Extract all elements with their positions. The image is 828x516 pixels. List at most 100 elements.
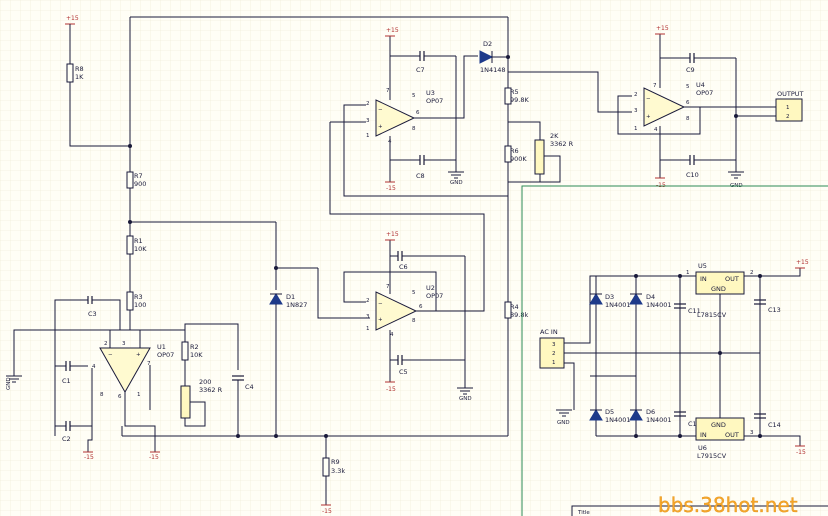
- svg-text:2: 2: [786, 114, 790, 120]
- svg-text:U1: U1: [157, 343, 166, 351]
- svg-text:+: +: [136, 352, 141, 358]
- svg-text:2: 2: [634, 92, 638, 98]
- svg-text:U4: U4: [696, 81, 705, 89]
- svg-text:4: 4: [654, 127, 658, 133]
- svg-text:C11: C11: [688, 307, 701, 315]
- svg-text:-15: -15: [796, 449, 806, 456]
- capacitor-c9[interactable]: C9: [660, 53, 736, 74]
- svg-text:R4: R4: [510, 303, 519, 311]
- svg-text:2: 2: [552, 351, 556, 357]
- regulator-u5[interactable]: U5 IN OUT GND L7815CV 1 2: [686, 262, 754, 319]
- capacitor-c14[interactable]: C14: [754, 413, 781, 429]
- svg-text:C1: C1: [62, 377, 71, 385]
- svg-text:-15: -15: [386, 185, 396, 192]
- svg-text:1: 1: [366, 326, 370, 332]
- svg-text:U3: U3: [426, 89, 435, 97]
- svg-text:2: 2: [366, 298, 370, 304]
- svg-text:900K: 900K: [510, 155, 527, 163]
- svg-text:8: 8: [100, 392, 104, 398]
- svg-text:+15: +15: [66, 15, 79, 22]
- output-connector[interactable]: OUTPUT 1 2: [775, 90, 804, 122]
- ac-in-connector[interactable]: AC IN 3 2 1: [539, 328, 565, 369]
- svg-text:2: 2: [104, 341, 108, 347]
- svg-text:+: +: [378, 317, 383, 323]
- ground-u2: GND: [457, 387, 473, 402]
- svg-text:C8: C8: [416, 172, 425, 180]
- svg-text:−: −: [378, 301, 383, 307]
- svg-text:GND: GND: [450, 180, 463, 186]
- svg-text:2: 2: [750, 270, 754, 276]
- capacitor-c2[interactable]: C2: [55, 421, 92, 443]
- svg-text:C13: C13: [768, 306, 781, 314]
- svg-text:D4: D4: [646, 293, 655, 301]
- capacitor-c13[interactable]: C13: [754, 299, 781, 314]
- capacitor-c12[interactable]: C12: [674, 411, 701, 428]
- svg-text:GND: GND: [459, 396, 472, 402]
- ground-u3: GND: [448, 171, 464, 186]
- svg-text:1N827: 1N827: [286, 301, 307, 309]
- svg-text:D2: D2: [483, 40, 492, 48]
- svg-text:L7815CV: L7815CV: [697, 311, 727, 319]
- svg-text:R3: R3: [134, 293, 143, 301]
- svg-text:3: 3: [552, 342, 556, 348]
- op-amp-u2[interactable]: − + U2 OP07 2 3 7 4 6 5 8 1: [366, 284, 443, 338]
- svg-text:1: 1: [634, 126, 638, 132]
- resistor-r8[interactable]: R8 1K: [66, 63, 84, 83]
- diode-d5[interactable]: D5 1N4001: [589, 408, 631, 424]
- op-amp-u4[interactable]: − + U4 OP07 2 3 7 4 6 5 8 1: [634, 81, 713, 133]
- svg-text:GND: GND: [711, 285, 726, 293]
- op-amp-u1[interactable]: − + U1 OP07 2 3 4 7 6 8 1: [92, 341, 174, 400]
- diode-d3[interactable]: D3 1N4001: [589, 293, 631, 309]
- diode-d2[interactable]: D2 1N4148: [479, 40, 506, 74]
- capacitor-c8[interactable]: C8: [390, 155, 456, 180]
- svg-text:−: −: [646, 96, 651, 102]
- svg-text:R6: R6: [510, 147, 519, 155]
- svg-text:U2: U2: [426, 284, 435, 292]
- svg-text:6: 6: [416, 110, 420, 116]
- svg-text:R2: R2: [190, 343, 199, 351]
- svg-text:2K: 2K: [550, 132, 559, 140]
- svg-text:3: 3: [366, 314, 370, 320]
- capacitor-c10[interactable]: C10: [660, 155, 736, 179]
- svg-text:-15: -15: [322, 508, 332, 515]
- svg-text:IN: IN: [700, 275, 707, 283]
- capacitor-c6[interactable]: C6: [390, 251, 465, 271]
- svg-text:200: 200: [199, 378, 211, 386]
- svg-text:OP07: OP07: [426, 97, 443, 105]
- capacitor-c11[interactable]: C11: [674, 303, 701, 315]
- svg-text:3: 3: [634, 108, 638, 114]
- svg-text:C10: C10: [686, 171, 699, 179]
- svg-text:D1: D1: [286, 293, 295, 301]
- svg-text:C4: C4: [245, 383, 254, 391]
- title-block: Title: [571, 505, 828, 516]
- svg-text:OP07: OP07: [426, 292, 443, 300]
- svg-text:GND: GND: [6, 377, 12, 390]
- svg-text:1N4001: 1N4001: [605, 301, 631, 309]
- svg-text:1N4148: 1N4148: [480, 66, 506, 74]
- svg-text:AC IN: AC IN: [540, 328, 558, 336]
- svg-text:R7: R7: [134, 172, 143, 180]
- diode-d6[interactable]: D6 1N4001: [629, 408, 672, 424]
- svg-text:3: 3: [122, 341, 126, 347]
- op-amp-u3[interactable]: − + U3 OP07 2 3 7 4 6 5 8 1: [366, 88, 443, 145]
- rail-r8-pos: +15: [65, 15, 79, 64]
- capacitor-c1[interactable]: C1: [55, 361, 88, 385]
- diode-d4[interactable]: D4 1N4001: [629, 293, 672, 309]
- svg-text:IN: IN: [700, 431, 707, 439]
- svg-text:1: 1: [552, 360, 556, 366]
- svg-text:C5: C5: [399, 368, 408, 376]
- svg-text:C9: C9: [686, 66, 695, 74]
- capacitor-c7[interactable]: C7: [390, 51, 456, 74]
- svg-text:3: 3: [366, 118, 370, 124]
- svg-text:−: −: [378, 107, 383, 113]
- svg-text:6: 6: [118, 394, 122, 400]
- svg-text:−: −: [108, 352, 113, 358]
- svg-text:900: 900: [134, 180, 146, 188]
- svg-text:1K: 1K: [75, 73, 84, 81]
- capacitor-c5[interactable]: C5: [390, 355, 465, 376]
- svg-text:GND: GND: [711, 421, 726, 429]
- svg-text:3.3k: 3.3k: [331, 467, 345, 475]
- regulator-u6[interactable]: U6 GND IN OUT L7915CV 3: [695, 417, 754, 460]
- svg-text:2: 2: [366, 101, 370, 107]
- svg-text:+: +: [646, 114, 651, 120]
